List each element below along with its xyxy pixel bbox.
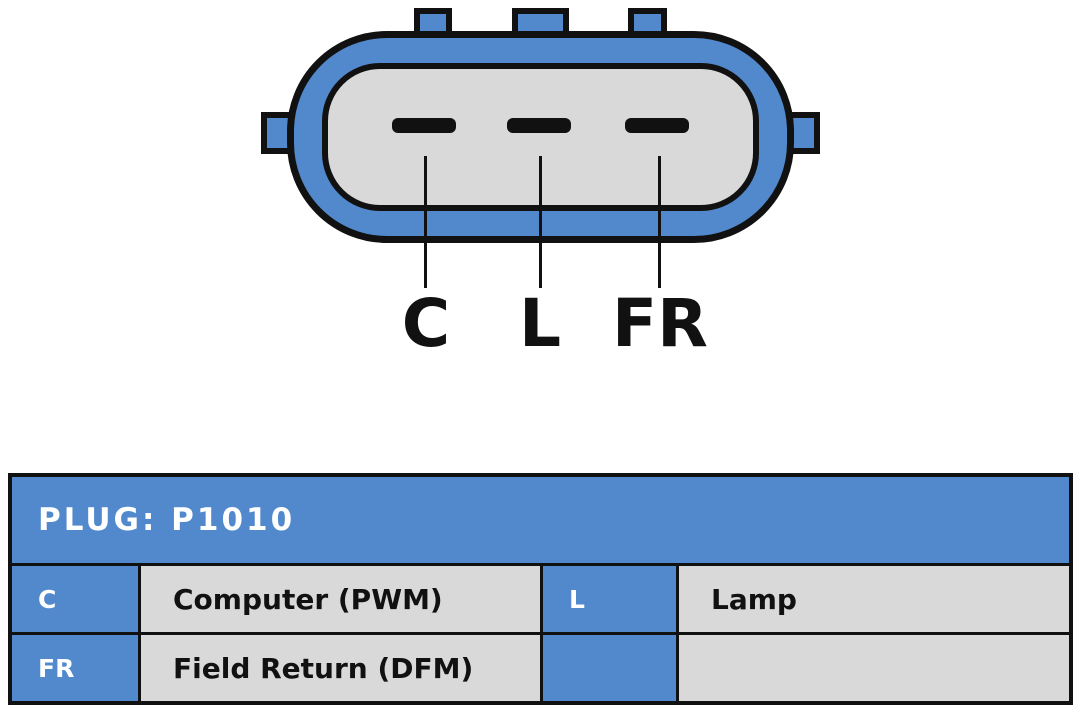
plug-pinout-table: PLUG: P1010 C Computer (PWM) L Lamp FR F… — [8, 473, 1073, 705]
pin-label-fr: FR — [612, 285, 708, 362]
table-cell-pin-l: L — [543, 566, 676, 632]
table-cell-pin-c: C — [12, 566, 138, 632]
table-cell-desc-empty — [679, 635, 1069, 701]
table-cell-pin-fr: FR — [12, 635, 138, 701]
leader-line-c — [424, 156, 427, 288]
pin-label-l: L — [518, 285, 562, 362]
table-cell-pin-empty — [543, 635, 676, 701]
table-cell-desc-field-return: Field Return (DFM) — [141, 635, 540, 701]
connector-face — [322, 63, 759, 211]
pin-terminal-l — [507, 118, 571, 133]
leader-line-fr — [658, 156, 661, 288]
plug-table-title: PLUG: P1010 — [12, 477, 1069, 563]
leader-line-l — [539, 156, 542, 288]
table-cell-desc-lamp: Lamp — [679, 566, 1069, 632]
pin-terminal-c — [392, 118, 456, 133]
table-cell-desc-computer: Computer (PWM) — [141, 566, 540, 632]
connector-diagram: C L FR — [261, 8, 820, 362]
pin-terminal-fr — [625, 118, 689, 133]
pin-label-c: C — [401, 285, 451, 362]
